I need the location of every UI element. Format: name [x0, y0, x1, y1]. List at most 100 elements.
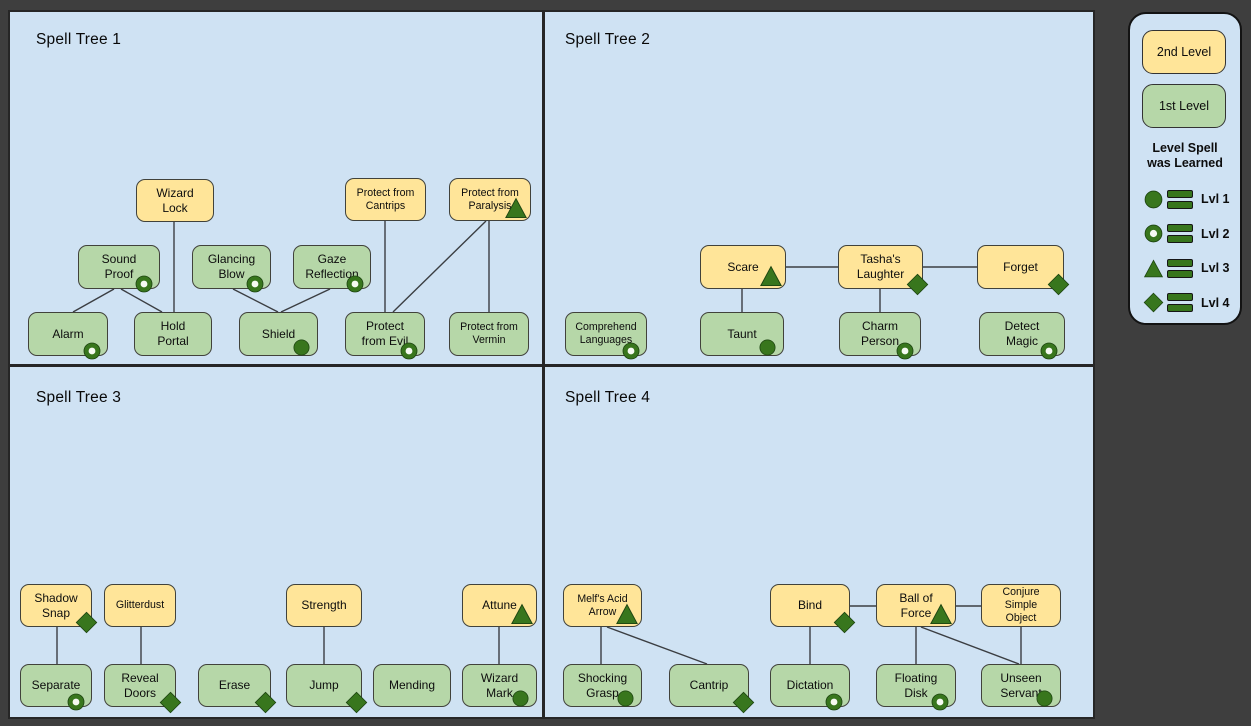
spell-node-label: Scare: [727, 259, 759, 274]
legend-row-lvl2: Lvl 2: [1130, 217, 1240, 252]
spell-node-label: Wizard Lock: [156, 185, 194, 215]
spell-node-jump[interactable]: Jump: [286, 664, 368, 714]
panel-title-tree2: Spell Tree 2: [565, 31, 651, 48]
spell-node-label: Attune: [482, 598, 517, 613]
legend-row-lvl3: Lvl 3: [1130, 251, 1240, 286]
spell-node-label: Sound Proof: [101, 252, 137, 281]
equals-bars-icon: [1167, 293, 1193, 313]
lvl4-shape-icon: [1143, 292, 1164, 313]
spell-node-erase[interactable]: Erase: [198, 664, 277, 714]
legend-2nd-level-swatch[interactable]: 2nd Level: [1142, 30, 1226, 74]
spell-node-charm-person[interactable]: Charm Person: [839, 312, 921, 360]
spell-node-wizard-lock[interactable]: Wizard Lock: [136, 179, 214, 222]
spell-node-label: Unseen Servant: [1000, 670, 1042, 700]
equals-bars-icon: [1167, 189, 1193, 209]
panel-title-tree4: Spell Tree 4: [565, 389, 651, 406]
spell-node-label: Glitterdust: [115, 599, 165, 612]
spell-node-taunt[interactable]: Taunt: [700, 312, 784, 356]
spell-node-label: Forget: [1003, 259, 1038, 274]
lvl2-shape-icon: [1143, 223, 1164, 244]
spell-node-protect-from-paralysis[interactable]: Protect from Paralysis: [449, 178, 531, 221]
spell-node-bind[interactable]: Bind: [770, 584, 856, 634]
spell-node-tashas-laughter[interactable]: Tasha's Laughter: [838, 245, 929, 296]
spell-node-attune[interactable]: Attune: [462, 584, 537, 627]
spell-node-hold-portal[interactable]: Hold Portal: [134, 312, 212, 356]
spell-node-protect-from-vermin[interactable]: Protect from Vermin: [449, 312, 529, 356]
spell-node-label: Gaze Reflection: [305, 252, 359, 281]
spell-node-label: Jump: [309, 678, 339, 693]
lvl3-shape-icon: [1143, 258, 1164, 279]
horizontal-divider: [8, 364, 1095, 367]
spell-node-protect-from-cantrips[interactable]: Protect from Cantrips: [345, 178, 426, 221]
legend-rows: Lvl 1 Lvl 2 Lvl 3 Lvl 4: [1130, 182, 1240, 320]
spell-node-strength[interactable]: Strength: [286, 584, 362, 627]
panel-title-tree3: Spell Tree 3: [36, 389, 122, 406]
spell-node-wizard-mark[interactable]: Wizard Mark: [462, 664, 537, 707]
legend-1st-level-swatch[interactable]: 1st Level: [1142, 84, 1226, 128]
spell-node-label: Cantrip: [689, 678, 729, 693]
spell-node-gaze-reflection[interactable]: Gaze Reflection: [293, 245, 371, 293]
spell-node-separate[interactable]: Separate: [20, 664, 92, 711]
spell-node-glitterdust[interactable]: Glitterdust: [104, 584, 176, 627]
legend-level-label: Lvl 4: [1201, 295, 1230, 310]
spell-node-label: Glancing Blow: [207, 252, 256, 281]
spell-node-sound-proof[interactable]: Sound Proof: [78, 245, 160, 293]
legend-row-lvl4: Lvl 4: [1130, 286, 1240, 321]
spell-node-label: Strength: [301, 598, 347, 613]
spell-node-label: Tasha's Laughter: [856, 252, 905, 281]
legend-1st-level-label: 1st Level: [1158, 99, 1210, 113]
spell-node-label: Shield: [261, 326, 296, 341]
legend-level-label: Lvl 1: [1201, 192, 1230, 207]
spell-node-label: Melf's Acid Arrow: [577, 592, 628, 618]
spell-node-label: Reveal Doors: [121, 670, 159, 700]
legend-heading: Level Spell was Learned: [1147, 141, 1223, 170]
spell-node-label: Protect from Paralysis: [461, 186, 519, 212]
spell-node-label: Conjure Simple Object: [1002, 586, 1040, 624]
legend-level-label: Lvl 2: [1201, 226, 1230, 241]
spell-node-dictation[interactable]: Dictation: [770, 664, 850, 711]
spell-node-label: Protect from Cantrips: [356, 186, 415, 212]
equals-bars-icon: [1167, 224, 1193, 244]
spell-node-cantrip[interactable]: Cantrip: [669, 664, 755, 714]
spell-node-label: Shadow Snap: [34, 590, 78, 620]
spell-node-shadow-snap[interactable]: Shadow Snap: [20, 584, 98, 634]
spell-node-unseen-servant[interactable]: Unseen Servant: [981, 664, 1061, 707]
spell-node-label: Wizard Mark: [480, 670, 519, 700]
lvl1-shape-icon: [1143, 189, 1164, 210]
spell-node-reveal-doors[interactable]: Reveal Doors: [104, 664, 182, 714]
spell-node-ball-of-force[interactable]: Ball of Force: [876, 584, 956, 627]
legend-2nd-level-label: 2nd Level: [1156, 45, 1212, 59]
spell-node-label: Protect from Vermin: [460, 321, 518, 346]
spell-node-label: Comprehend Languages: [575, 321, 637, 346]
legend-panel: 2nd Level 1st Level Level Spell was Lear…: [1128, 12, 1242, 325]
spell-node-mending[interactable]: Mending: [373, 664, 451, 707]
legend-level-label: Lvl 3: [1201, 261, 1230, 276]
spell-node-label: Alarm: [52, 326, 84, 341]
spell-node-detect-magic[interactable]: Detect Magic: [979, 312, 1065, 360]
spell-node-glancing-blow[interactable]: Glancing Blow: [192, 245, 271, 293]
spell-node-conjure-simple-object[interactable]: Conjure Simple Object: [981, 584, 1061, 627]
panel-title-tree1: Spell Tree 1: [36, 31, 122, 48]
legend-row-lvl1: Lvl 1: [1130, 182, 1240, 217]
spell-node-label: Taunt: [727, 326, 757, 341]
spell-node-label: Ball of Force: [899, 590, 933, 620]
spell-node-shield[interactable]: Shield: [239, 312, 318, 356]
spell-node-label: Protect from Evil: [361, 319, 409, 348]
spell-node-label: Floating Disk: [894, 670, 938, 700]
spell-node-floating-disk[interactable]: Floating Disk: [876, 664, 956, 711]
spell-node-label: Shocking Grasp: [577, 670, 628, 700]
spell-node-label: Detect Magic: [1004, 319, 1040, 348]
spell-node-melfs-acid-arrow[interactable]: Melf's Acid Arrow: [563, 584, 642, 627]
spell-node-label: Mending: [388, 678, 436, 693]
spell-node-label: Dictation: [786, 678, 834, 693]
spell-node-forget[interactable]: Forget: [977, 245, 1070, 296]
equals-bars-icon: [1167, 258, 1193, 278]
spell-node-alarm[interactable]: Alarm: [28, 312, 108, 360]
spell-node-shocking-grasp[interactable]: Shocking Grasp: [563, 664, 642, 707]
spell-node-protect-from-evil[interactable]: Protect from Evil: [345, 312, 425, 360]
spell-node-label: Erase: [218, 678, 251, 693]
spell-node-scare[interactable]: Scare: [700, 245, 786, 289]
spell-node-label: Hold Portal: [157, 319, 189, 348]
spell-node-comprehend-languages[interactable]: Comprehend Languages: [565, 312, 647, 360]
spell-node-label: Charm Person: [860, 319, 900, 348]
